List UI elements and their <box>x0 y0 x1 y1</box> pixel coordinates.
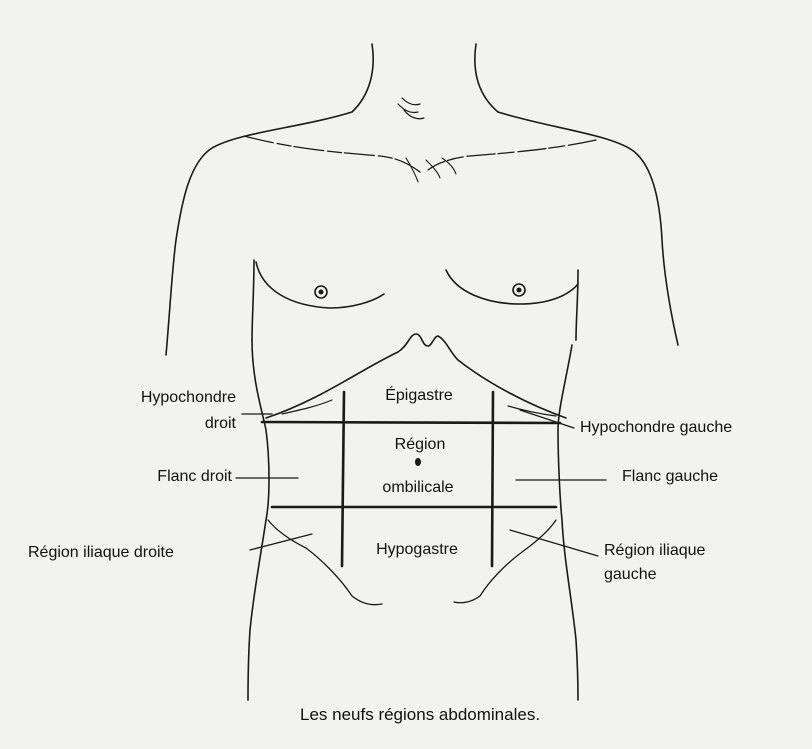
grid-line-upper-horizontal <box>262 422 560 423</box>
label-hypochondre-droit-line2: droit <box>96 414 236 433</box>
left-nipple-center <box>319 290 324 295</box>
label-region-iliaque-droite: Région iliaque droite <box>28 543 174 562</box>
umbilicus <box>415 458 421 466</box>
label-epigastre: Épigastre <box>373 386 465 405</box>
label-hypochondre-gauche: Hypochondre gauche <box>580 418 732 437</box>
figure-caption: Les neufs régions abdominales. <box>300 705 540 725</box>
label-hypochondre-droit-line1: Hypochondre <box>96 388 236 407</box>
label-region-ombilicale-line2: ombilicale <box>362 478 474 497</box>
label-region-iliaque-gauche-line1: Région iliaque <box>604 541 705 560</box>
grid-line-right-vertical <box>492 392 493 566</box>
label-region-iliaque-gauche-line2: gauche <box>604 565 657 584</box>
label-hypogastre: Hypogastre <box>352 540 482 559</box>
label-region-ombilicale-line1: Région <box>370 435 470 454</box>
label-flanc-droit: Flanc droit <box>96 467 232 486</box>
right-nipple-center <box>517 288 522 293</box>
label-flanc-gauche: Flanc gauche <box>622 467 718 486</box>
